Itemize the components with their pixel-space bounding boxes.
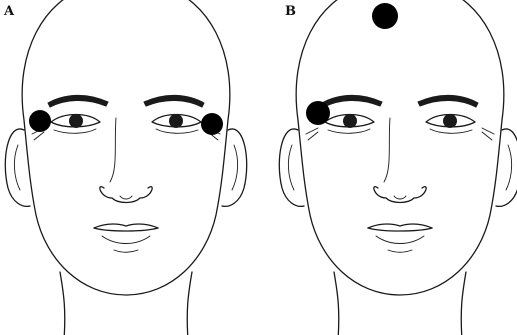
panel-label-b: B xyxy=(285,4,296,19)
face-a xyxy=(5,0,246,335)
electrode-left-temple-a xyxy=(201,113,223,135)
electrode-right-temple-b xyxy=(306,101,330,125)
panel-a: A xyxy=(3,0,247,335)
panel-b: B xyxy=(279,0,517,335)
electrode-vertex-b xyxy=(372,3,398,29)
panel-label-a: A xyxy=(3,4,15,19)
electrode-right-temple-a xyxy=(29,110,51,132)
face-b xyxy=(279,0,517,335)
